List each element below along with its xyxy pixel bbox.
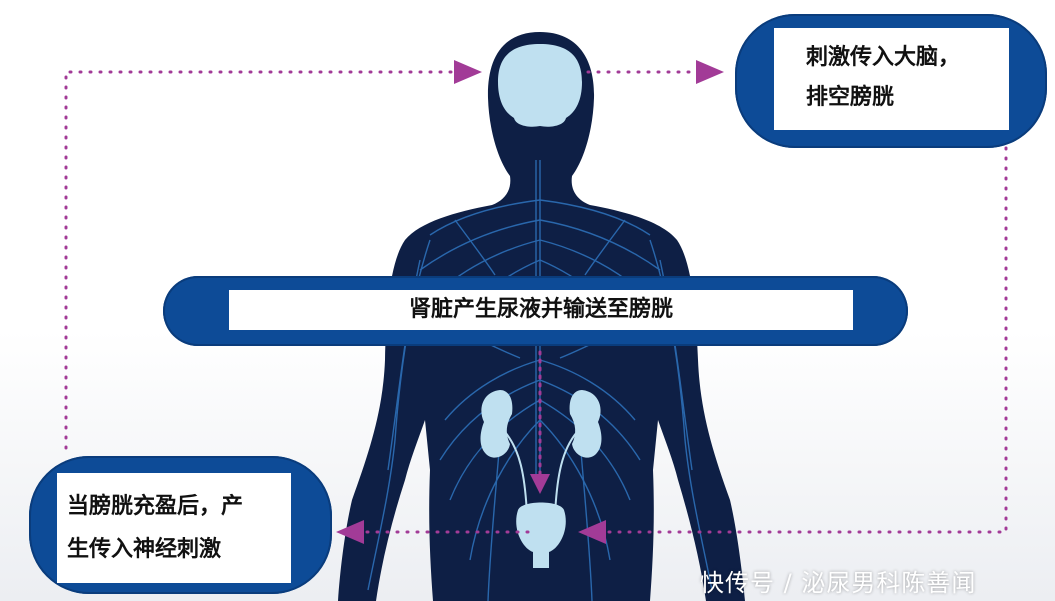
- brain-callout-line2: 排空膀胱: [806, 85, 895, 110]
- brain: [498, 44, 582, 127]
- bladder-callout-line1: 当膀胱充盈后，产: [67, 494, 244, 519]
- reflex-loop-dotted-path: [64, 70, 1008, 534]
- reflex-loop-arrowheads: [336, 60, 724, 544]
- left-ureter: [504, 431, 528, 516]
- bladder-callout-line2: 生传入神经刺激: [67, 537, 222, 562]
- kidney-callout-text: 肾脏产生尿液并输送至膀胱: [408, 297, 673, 322]
- right-ureter: [554, 431, 578, 516]
- bladder: [516, 502, 566, 568]
- left-kidney: [480, 390, 513, 458]
- arrow-to-bladder-callout: [336, 520, 364, 544]
- watermark: 快传号 / 泌尿男科陈善闻: [700, 569, 977, 597]
- spinal-arrow: [530, 350, 550, 494]
- kidney-callout-box: 肾脏产生尿液并输送至膀胱: [229, 290, 853, 330]
- arrow-into-bladder: [578, 520, 606, 544]
- brain-callout-line1: 刺激传入大脑，: [806, 45, 961, 70]
- arrow-to-brain-callout: [696, 60, 724, 84]
- right-kidney: [569, 390, 602, 458]
- urinary-organs: [480, 390, 602, 568]
- brain-callout-box: 刺激传入大脑， 排空膀胱: [774, 28, 1009, 130]
- arrow-into-brain: [454, 60, 482, 84]
- bladder-callout-box: 当膀胱充盈后，产 生传入神经刺激: [57, 473, 291, 583]
